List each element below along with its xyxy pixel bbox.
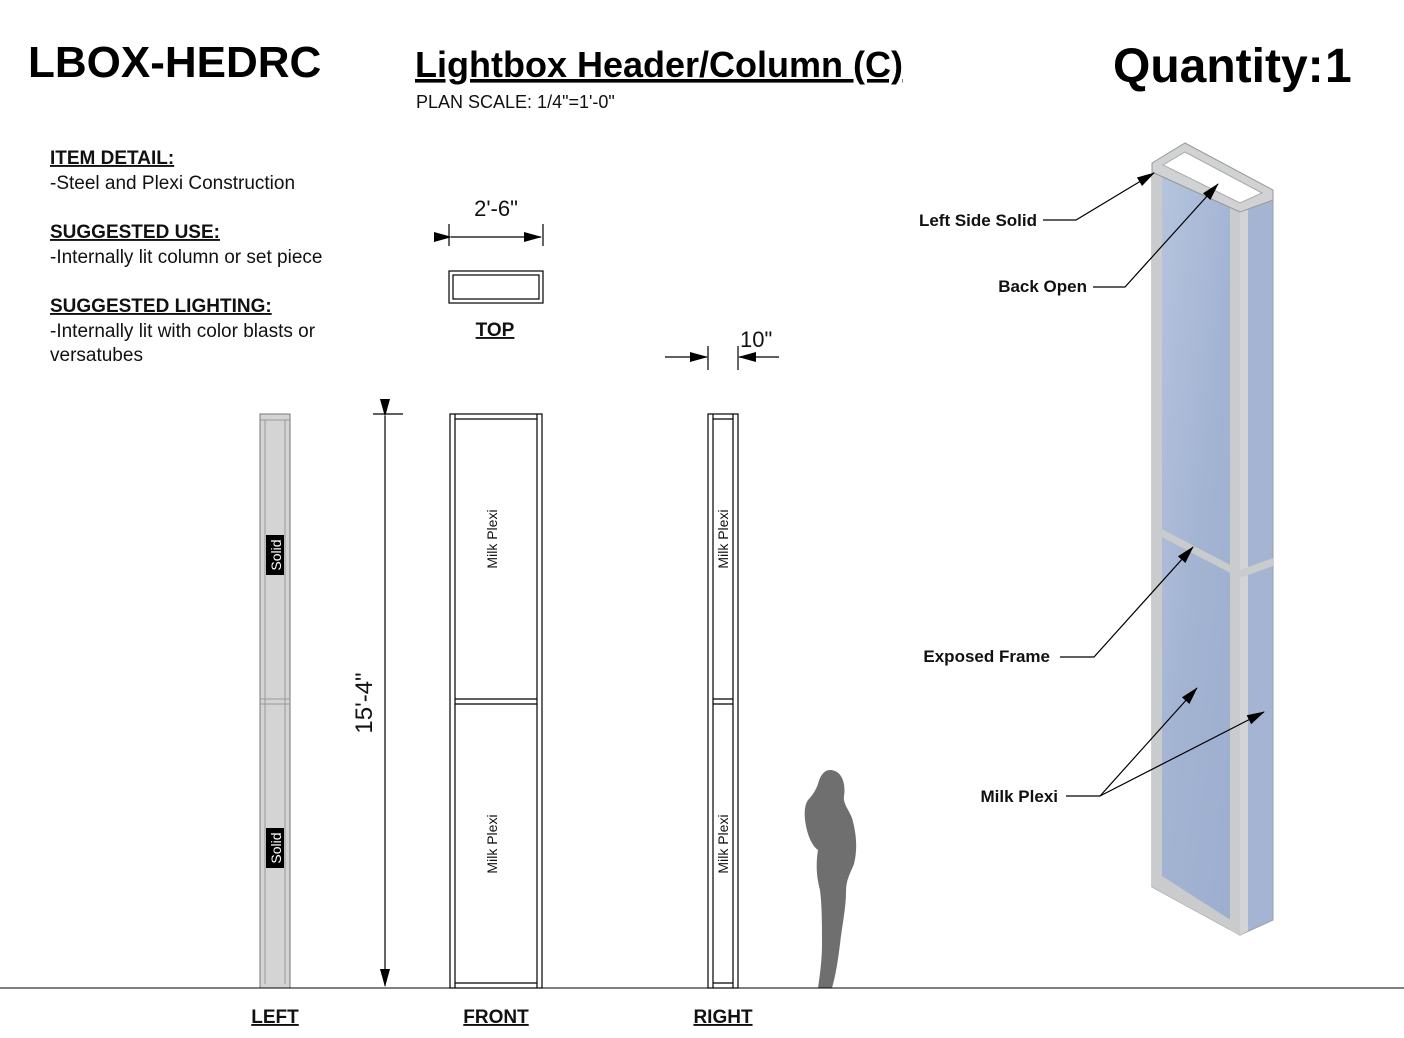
item-code: LBOX-HEDRC [28, 38, 321, 87]
quantity-value: 1 [1325, 40, 1352, 93]
callout-left-side-solid: Left Side Solid [919, 172, 1155, 230]
callout-back-open: Back Open [998, 183, 1219, 296]
solid-label-lower: Solid [268, 832, 284, 863]
top-view: 2'-6" TOP [434, 196, 544, 341]
callout-exposed-frame: Exposed Frame [923, 546, 1194, 666]
suggested-use-text: -Internally lit column or set piece [50, 247, 322, 268]
top-width-dimension: 2'-6" [474, 196, 518, 221]
right-upper-panel-label: Milk Plexi [715, 509, 731, 568]
front-view: Milk Plexi Milk Plexi [449, 413, 543, 989]
solid-label-upper: Solid [268, 539, 284, 570]
page-title: Lightbox Header/Column (C) [415, 44, 903, 85]
right-view-label: RIGHT [693, 1007, 753, 1028]
front-view-label: FRONT [463, 1007, 529, 1028]
depth-value: 10" [740, 327, 772, 352]
suggested-lighting-line2: versatubes [50, 345, 143, 366]
right-view: Milk Plexi Milk Plexi [707, 413, 739, 989]
height-value: 15'-4" [351, 672, 378, 733]
suggested-use-heading: SUGGESTED USE: [50, 222, 220, 243]
callout-exposed-frame-label: Exposed Frame [923, 647, 1050, 666]
front-lower-panel-label: Milk Plexi [484, 814, 500, 873]
front-upper-panel-label: Milk Plexi [484, 509, 500, 568]
top-view-label: TOP [476, 320, 515, 341]
plan-scale: PLAN SCALE: 1/4"=1'-0" [416, 92, 615, 112]
callout-milk-plexi: Milk Plexi [981, 687, 1265, 806]
quantity-label: Quantity: [1113, 40, 1324, 93]
callout-back-open-label: Back Open [998, 277, 1087, 296]
callout-left-side-solid-label: Left Side Solid [919, 211, 1037, 230]
left-view-label: LEFT [251, 1007, 299, 1028]
isometric-render [1151, 142, 1274, 936]
suggested-lighting-heading: SUGGESTED LIGHTING: [50, 296, 272, 317]
height-dimension: 15'-4" [351, 399, 403, 987]
item-detail-text: -Steel and Plexi Construction [50, 173, 295, 194]
callout-milk-plexi-label: Milk Plexi [981, 787, 1058, 806]
left-view: Solid Solid [259, 413, 291, 989]
suggested-lighting-line1: -Internally lit with color blasts or [50, 321, 316, 342]
item-detail-heading: ITEM DETAIL: [50, 148, 174, 169]
person-silhouette-icon [804, 770, 857, 988]
depth-dimension: 10" [665, 327, 779, 370]
right-lower-panel-label: Milk Plexi [715, 814, 731, 873]
